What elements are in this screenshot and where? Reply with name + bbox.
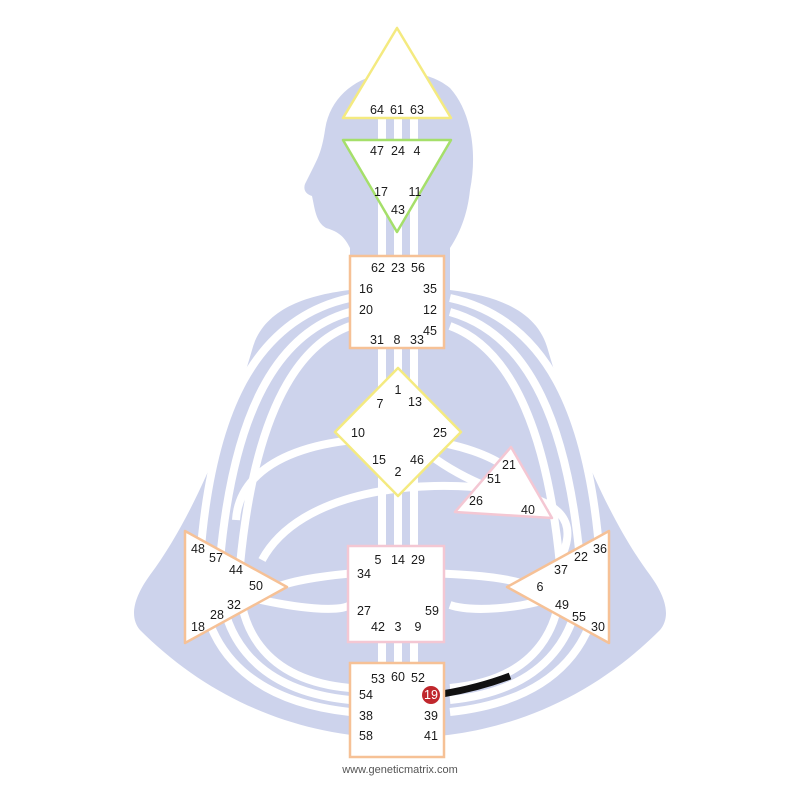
gate-29: 29	[411, 553, 425, 567]
head-center	[341, 26, 453, 120]
g-center	[333, 366, 463, 498]
gate-38: 38	[359, 709, 373, 723]
gate-3: 3	[395, 620, 402, 634]
gate-44: 44	[229, 563, 243, 577]
gate-25: 25	[433, 426, 447, 440]
throat-center	[348, 254, 446, 350]
gate-34: 34	[357, 567, 371, 581]
gate-39: 39	[424, 709, 438, 723]
gate-22: 22	[574, 550, 588, 564]
gate-61: 61	[390, 103, 404, 117]
gate-31: 31	[370, 333, 384, 347]
gate-56: 56	[411, 261, 425, 275]
gate-54: 54	[359, 688, 373, 702]
gate-4: 4	[414, 144, 421, 158]
gate-26: 26	[469, 494, 483, 508]
gate-45: 45	[423, 324, 437, 338]
gate-5: 5	[375, 553, 382, 567]
gate-60: 60	[391, 670, 405, 684]
gate-28: 28	[210, 608, 224, 622]
gate-9: 9	[415, 620, 422, 634]
gate-19: 19	[424, 688, 438, 702]
gate-53: 53	[371, 672, 385, 686]
gate-18: 18	[191, 620, 205, 634]
gate-30: 30	[591, 620, 605, 634]
ajna-center	[341, 138, 453, 234]
gate-6: 6	[537, 580, 544, 594]
channel-path	[235, 322, 352, 692]
centers	[183, 26, 611, 759]
solar-plexus-center	[505, 529, 611, 645]
active-channel-19	[441, 672, 512, 698]
gate-46: 46	[410, 453, 424, 467]
gate-8: 8	[394, 333, 401, 347]
gate-1: 1	[395, 383, 402, 397]
sacral-center	[346, 544, 446, 644]
gate-27: 27	[357, 604, 371, 618]
gate-40: 40	[521, 503, 535, 517]
active-gate-marker	[422, 686, 440, 704]
gate-12: 12	[423, 303, 437, 317]
gate-52: 52	[411, 671, 425, 685]
gate-21: 21	[502, 458, 516, 472]
gate-50: 50	[249, 579, 263, 593]
footer-watermark: www.geneticmatrix.com	[341, 764, 458, 776]
gate-33: 33	[410, 333, 424, 347]
spleen-center	[183, 529, 289, 645]
gate-55: 55	[572, 610, 586, 624]
ego-center	[453, 445, 554, 520]
gate-47: 47	[370, 144, 384, 158]
gate-14: 14	[391, 553, 405, 567]
gate-11: 11	[409, 185, 422, 199]
gate-13: 13	[408, 395, 422, 409]
gate-48: 48	[191, 542, 205, 556]
gate-49: 49	[555, 598, 569, 612]
gate-51: 51	[487, 472, 501, 486]
gate-32: 32	[227, 598, 241, 612]
gate-57: 57	[209, 551, 223, 565]
gate-43: 43	[391, 203, 405, 217]
gate-17: 17	[374, 185, 388, 199]
gate-2: 2	[395, 465, 402, 479]
gate-20: 20	[359, 303, 373, 317]
gate-23: 23	[391, 261, 405, 275]
gate-42: 42	[371, 620, 385, 634]
gate-24: 24	[391, 144, 405, 158]
gate-15: 15	[372, 453, 386, 467]
gate-59: 59	[425, 604, 439, 618]
root-center	[348, 661, 446, 759]
gate-64: 64	[370, 103, 384, 117]
gate-36: 36	[593, 542, 607, 556]
gate-58: 58	[359, 729, 373, 743]
gate-7: 7	[377, 397, 384, 411]
gate-10: 10	[351, 426, 365, 440]
gate-35: 35	[423, 282, 437, 296]
gate-16: 16	[359, 282, 373, 296]
gate-41: 41	[424, 729, 438, 743]
gate-63: 63	[410, 103, 424, 117]
gate-37: 37	[554, 563, 568, 577]
gate-62: 62	[371, 261, 385, 275]
